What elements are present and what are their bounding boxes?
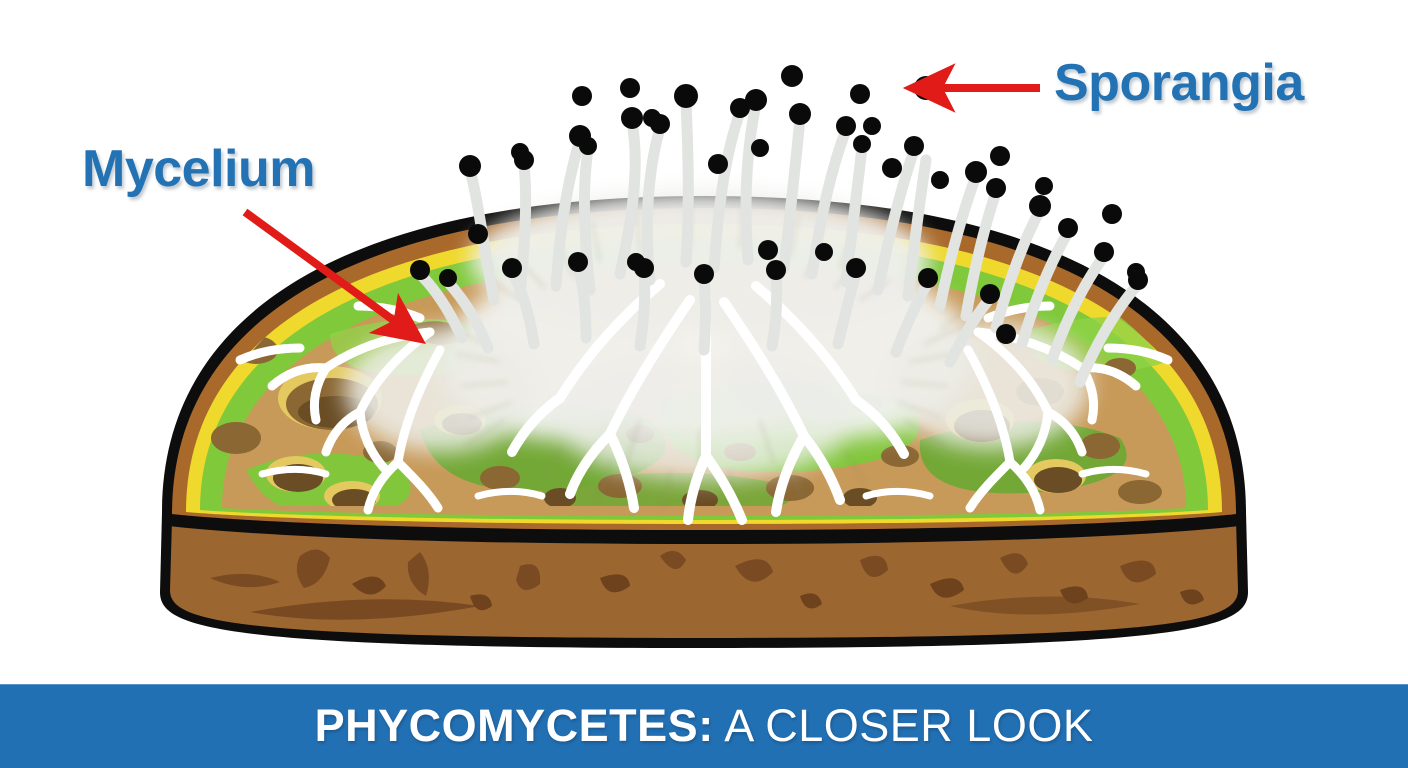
annotation-arrows bbox=[242, 63, 1040, 345]
banner-title-rest: A CLOSER LOOK bbox=[713, 700, 1094, 751]
mycelium-arrow bbox=[242, 208, 426, 345]
sporangiophore-group bbox=[410, 65, 1148, 388]
label-mycelium: Mycelium bbox=[82, 140, 315, 198]
sporangium-heads bbox=[410, 65, 1148, 344]
banner-title: PHYCOMYCETES: A CLOSER LOOK bbox=[315, 700, 1094, 752]
bottom-crust-specks bbox=[210, 549, 1204, 620]
title-banner: PHYCOMYCETES: A CLOSER LOOK bbox=[0, 684, 1408, 768]
banner-title-strong: PHYCOMYCETES: bbox=[314, 700, 714, 751]
label-sporangia: Sporangia bbox=[1054, 54, 1304, 112]
